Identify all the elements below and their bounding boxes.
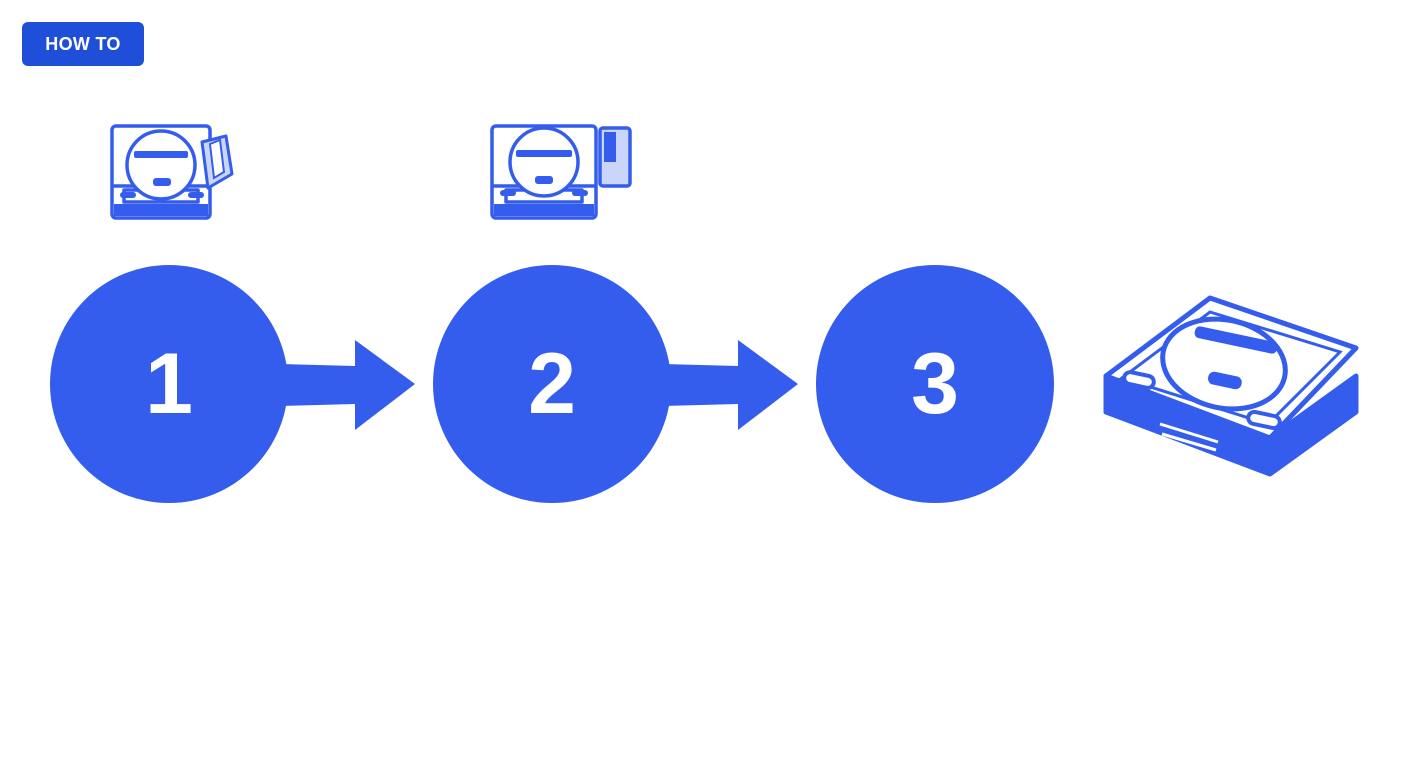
step-1-circle: 1 (50, 265, 288, 503)
arrow-2-to-3 (663, 340, 798, 430)
step-1-number: 1 (145, 335, 193, 432)
step-3-number: 3 (911, 335, 959, 432)
console-with-cartridge-icon (490, 124, 632, 220)
how-to-label: HOW TO (45, 33, 121, 54)
finished-console-icon (1103, 295, 1359, 477)
step-2-circle: 2 (433, 265, 671, 503)
how-to-badge: HOW TO (22, 22, 144, 66)
arrow-1-to-2 (280, 340, 415, 430)
step-3-circle: 3 (816, 265, 1054, 503)
console-with-cloth-icon (110, 124, 234, 220)
step-2-number: 2 (528, 335, 576, 432)
